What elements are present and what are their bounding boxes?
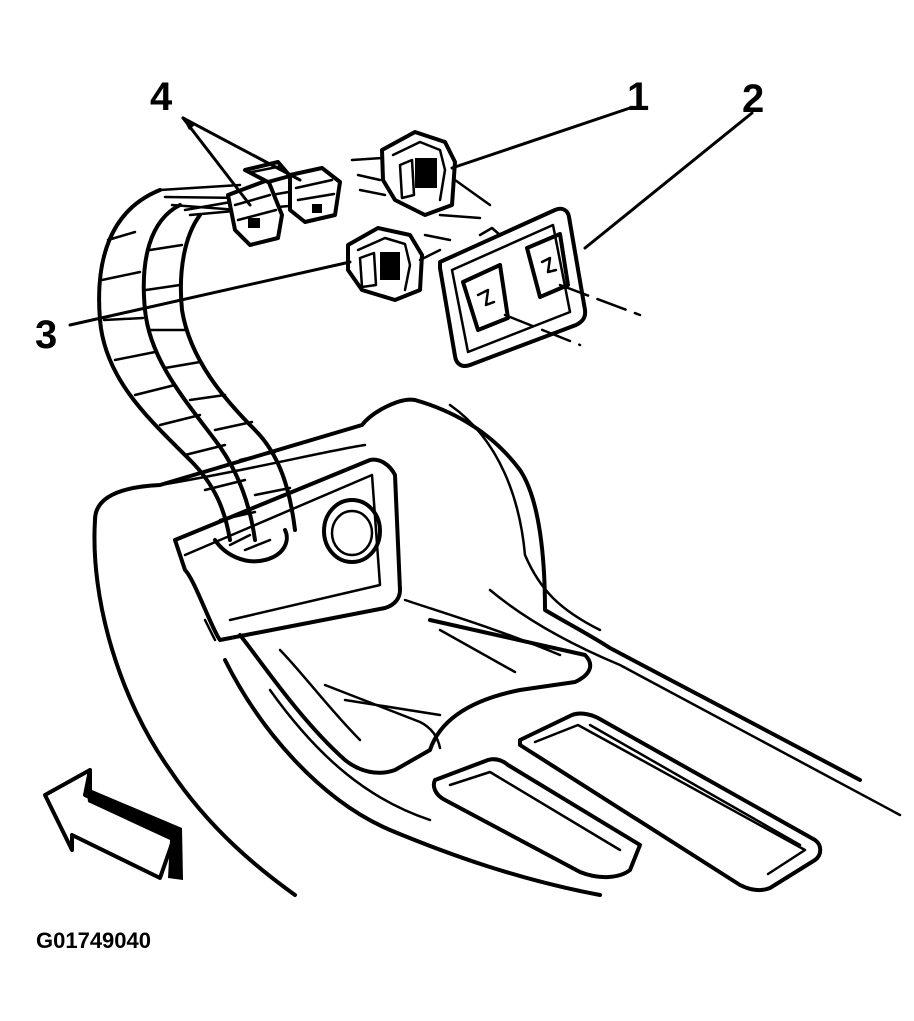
arrow-forward-icon bbox=[43, 768, 183, 880]
window-switch-3 bbox=[346, 226, 452, 302]
callout-3: 3 bbox=[35, 313, 57, 357]
callout-leaders bbox=[68, 106, 754, 327]
harness-connector-a bbox=[226, 178, 284, 247]
wiring-harness bbox=[97, 183, 302, 564]
harness-connector-b bbox=[288, 166, 342, 224]
callout-2: 2 bbox=[742, 77, 764, 121]
callout-1: 1 bbox=[627, 75, 649, 119]
switch-bezel bbox=[438, 206, 642, 368]
window-switch-1 bbox=[350, 130, 492, 220]
callout-4: 4 bbox=[150, 75, 173, 119]
center-console bbox=[92, 397, 902, 897]
figure-id: G01749040 bbox=[36, 928, 151, 953]
